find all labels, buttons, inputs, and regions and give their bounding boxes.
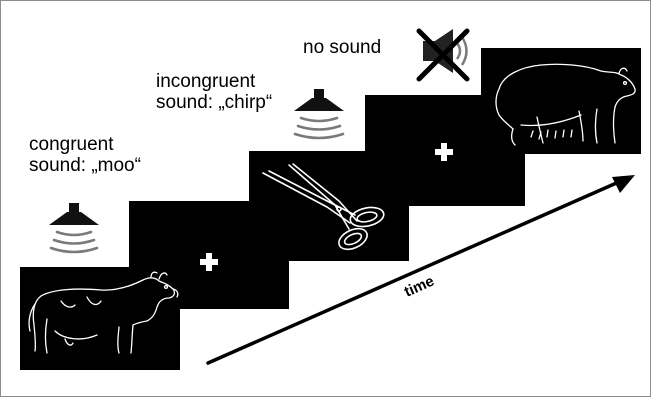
speaker-icon-congruent (49, 203, 99, 254)
frame-cow (20, 267, 180, 370)
scissors-icon (262, 163, 385, 251)
congruent-sound-label: congruent sound: „moo“ (29, 134, 141, 176)
time-arrow (206, 175, 635, 365)
incongruent-sound-label: incongruent sound: „chirp“ (156, 71, 273, 113)
cow-icon (28, 271, 179, 354)
fixation-cross-2 (435, 143, 453, 161)
bear-icon (495, 63, 636, 146)
no-sound-label: no sound (303, 37, 382, 58)
muted-speaker-icon (416, 28, 470, 82)
fixation-cross-1 (200, 253, 218, 271)
speaker-icon-incongruent (293, 89, 345, 140)
